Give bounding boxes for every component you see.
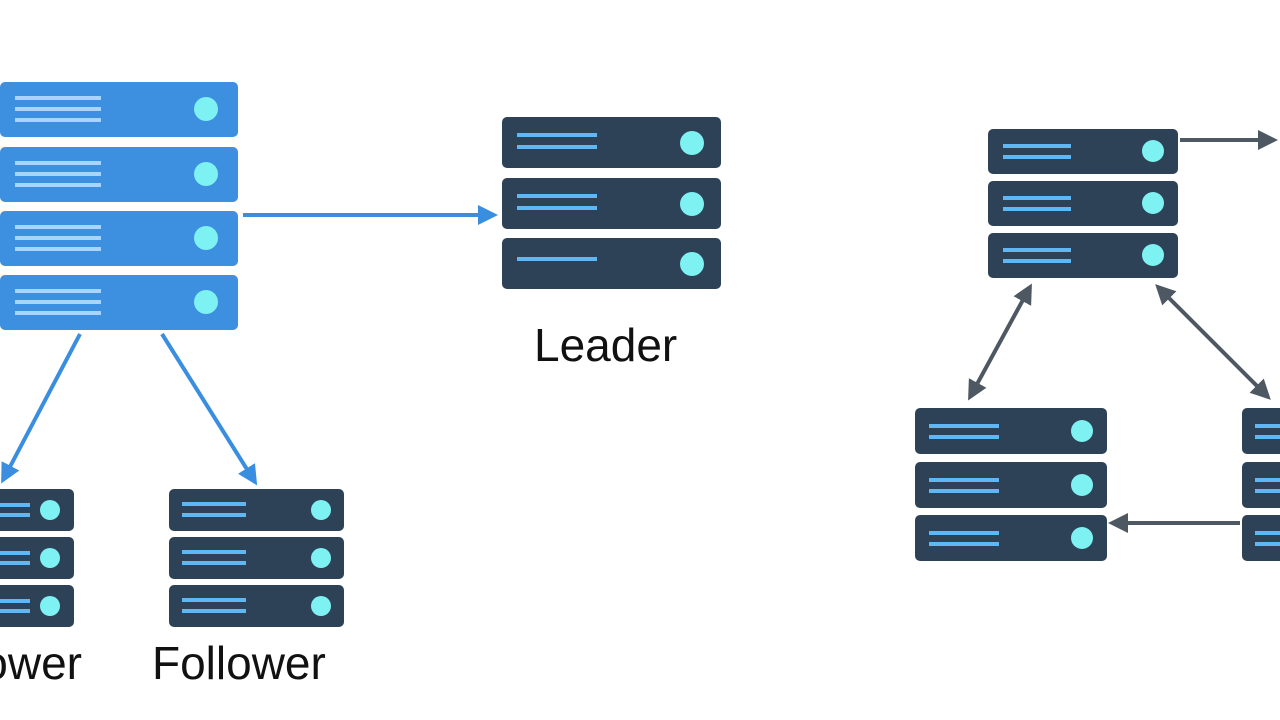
server-unit [988,233,1178,278]
server-unit [0,537,74,579]
server-unit [0,489,74,531]
status-indicator-icon [194,290,218,314]
status-indicator-icon [311,596,331,616]
status-indicator-icon [680,131,704,155]
status-indicator-icon [1071,420,1093,442]
follower-mid-label: Follower [152,637,326,689]
follower-mid-server-stack [169,489,344,627]
status-indicator-icon [40,500,60,520]
status-indicator-icon [40,548,60,568]
status-indicator-icon [1071,474,1093,496]
status-indicator-icon [194,226,218,250]
leader-server-stack [502,117,721,289]
server-unit [502,117,721,168]
server-unit [915,515,1107,561]
status-indicator-icon [40,596,60,616]
server-unit [0,82,238,137]
server-unit [0,585,74,627]
server-unit [169,489,344,531]
status-indicator-icon [1142,244,1164,266]
arrow-to-follower-mid [160,332,258,486]
arrow-to-follower-left [1,333,82,484]
arrow-bidirectional-left [968,283,1032,401]
server-unit [1242,462,1280,508]
status-indicator-icon [194,162,218,186]
server-unit [988,129,1178,174]
server-unit [502,238,721,289]
peer-bottom-right-server-stack [1242,408,1280,561]
peer-bottom-left-server-stack [915,408,1107,561]
status-indicator-icon [680,192,704,216]
server-unit [502,178,721,229]
leader-label: Leader [534,319,678,371]
status-indicator-icon [311,500,331,520]
status-indicator-icon [1142,140,1164,162]
server-unit [169,537,344,579]
peer-top-server-stack [988,129,1178,278]
primary-server-stack [0,82,238,330]
server-unit [1242,515,1280,561]
server-unit [915,462,1107,508]
status-indicator-icon [194,97,218,121]
status-indicator-icon [1142,192,1164,214]
status-indicator-icon [680,252,704,276]
status-indicator-icon [311,548,331,568]
server-unit [1242,408,1280,454]
server-unit [0,275,238,330]
server-unit [915,408,1107,454]
server-unit [169,585,344,627]
follower-left-label: Follower [0,640,82,686]
arrow-bidirectional-right [1155,284,1271,400]
follower-left-server-stack [0,489,74,627]
status-indicator-icon [1071,527,1093,549]
server-unit [0,147,238,202]
server-unit [988,181,1178,226]
server-unit [0,211,238,266]
